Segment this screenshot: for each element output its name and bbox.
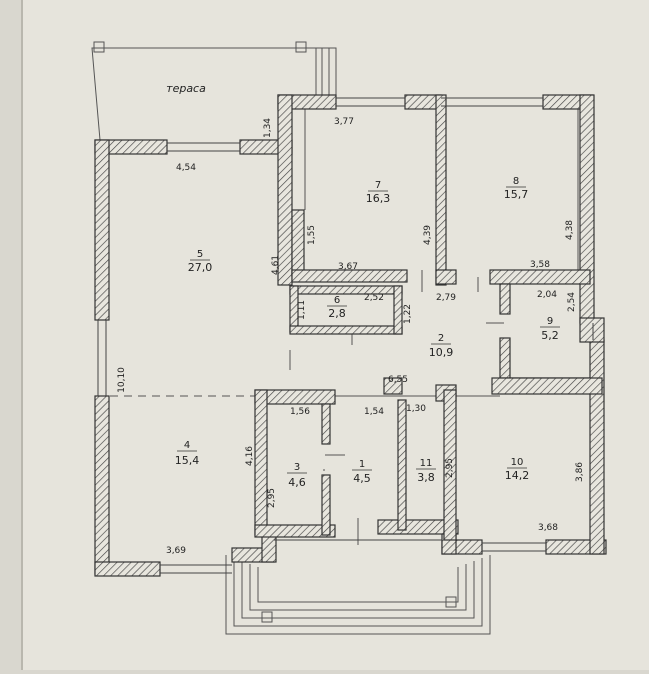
room-number: 11 (420, 458, 433, 469)
room-area: 14,2 (505, 469, 530, 482)
dimension-label: 1,30 (406, 404, 426, 414)
room-number: 1 (359, 459, 365, 470)
room-area: 15,4 (175, 454, 200, 467)
room-area: 16,3 (366, 192, 391, 205)
dimension-label: 1,55 (307, 225, 317, 245)
entrance-steps (225, 555, 491, 635)
dimension-label: 2,52 (364, 293, 384, 303)
room-number: 9 (547, 316, 553, 327)
dimension-label: 1,56 (290, 407, 310, 417)
dimension-label: 2,54 (567, 292, 577, 312)
dimension-label: 3,86 (575, 462, 585, 482)
dimension-label: 3,58 (530, 260, 550, 270)
walls (94, 94, 607, 577)
dimension-label: 1,22 (403, 304, 413, 324)
dimension-label: 1,11 (297, 300, 307, 320)
dimension-label: 3,68 (538, 523, 558, 533)
dimension-label: 4,54 (176, 163, 196, 173)
room-area: 15,7 (504, 188, 529, 201)
room-area: 5,2 (541, 329, 559, 342)
room-area: 10,9 (429, 346, 454, 359)
terrace-label: тераса (166, 82, 206, 95)
room-labels: 5 27,0 7 16,3 8 15,7 6 2,8 2 10,9 9 5,2 … (175, 176, 560, 489)
room-number: 7 (375, 180, 381, 191)
dimension-label: 4,61 (271, 255, 281, 275)
dimension-label: 2,95 (267, 488, 277, 508)
room-number: 2 (438, 333, 444, 344)
windows (97, 97, 594, 574)
room-number: 6 (334, 295, 340, 306)
dimension-label: 1,54 (364, 407, 384, 417)
room-number: 5 (197, 249, 203, 260)
room-area: 4,6 (288, 476, 306, 489)
dimension-labels: 1,34 3,77 4,54 1,55 4,39 4,38 4,61 3,67 … (117, 117, 585, 556)
room-number: 10 (511, 457, 524, 468)
dimension-label: 10,10 (117, 367, 127, 393)
dimension-label: 3,77 (334, 117, 354, 127)
room-number: 3 (294, 462, 300, 473)
dimension-label: 2,04 (537, 290, 557, 300)
room-area: 2,8 (328, 307, 346, 320)
terrace (91, 41, 337, 141)
dimension-label: 3,69 (166, 546, 186, 556)
dimension-label: 4,38 (565, 220, 575, 240)
room-area: 3,8 (417, 471, 435, 484)
room-number: 4 (184, 440, 190, 451)
dimension-label: 2,95 (445, 458, 455, 478)
room-number: 8 (513, 176, 519, 187)
room-area: 4,5 (353, 472, 371, 485)
dimension-label: 6,55 (388, 375, 408, 385)
dimension-label: 1,34 (263, 118, 273, 138)
room-area: 27,0 (188, 261, 213, 274)
dimension-label: 4,39 (423, 225, 433, 245)
paper-sheet (22, 0, 649, 670)
dimension-label: 2,79 (436, 293, 456, 303)
dimension-label: 3,67 (338, 262, 358, 272)
dimension-label: 4,16 (245, 446, 255, 466)
